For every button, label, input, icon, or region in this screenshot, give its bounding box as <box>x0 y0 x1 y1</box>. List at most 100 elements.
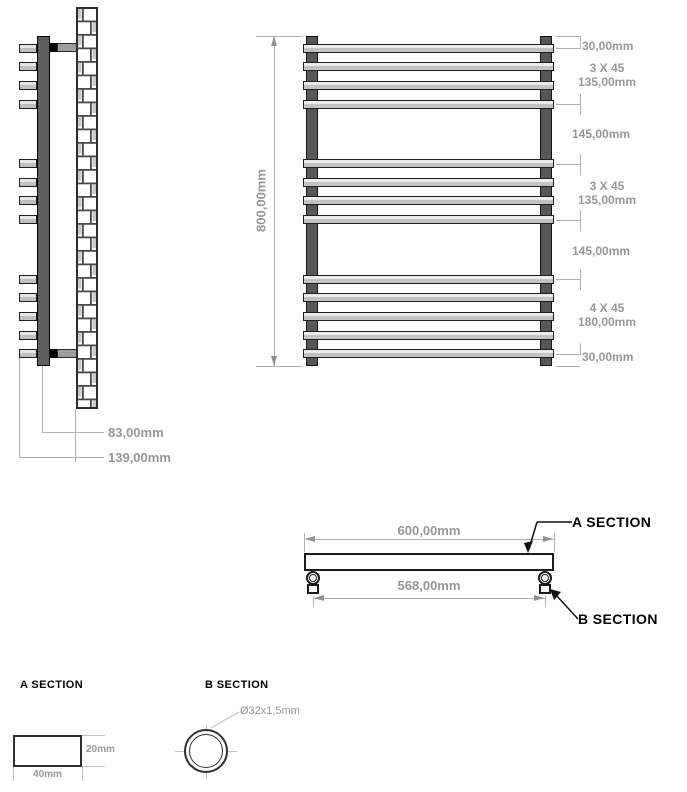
extension-line <box>256 36 303 37</box>
towel-rail-rung <box>303 44 554 53</box>
towel-rail-rung <box>19 81 37 90</box>
towel-rail-rung <box>303 196 554 205</box>
section-a-title: A SECTION <box>20 679 84 691</box>
extension-line <box>304 533 305 552</box>
dim-top-offset: 30,00mm <box>582 39 634 53</box>
dimension-line-depth-pipe <box>42 432 104 433</box>
dim-group3-span: 180,00mm <box>577 315 637 329</box>
towel-rail-rung <box>19 215 37 224</box>
leader-line <box>556 36 580 37</box>
extension-line <box>82 766 105 767</box>
dim-depth-total-label: 139,00mm <box>108 450 171 465</box>
dim-group1-count: 3 X 45 <box>589 61 625 75</box>
leader-line <box>556 104 580 105</box>
dimension-line-centers <box>315 598 545 599</box>
dimension-line-width <box>306 539 554 540</box>
extension-line <box>13 767 14 781</box>
callout-a-label: A SECTION <box>572 514 652 530</box>
dim-depth-pipe-label: 83,00mm <box>108 425 164 440</box>
dim-arrow-left <box>314 595 324 601</box>
section-b-tube-inner <box>189 734 223 768</box>
extension-line <box>75 409 76 462</box>
towel-rail-rung <box>19 349 37 358</box>
towel-rail-rung <box>303 293 554 302</box>
dim-tick <box>580 343 581 355</box>
leader-line <box>556 164 580 165</box>
dim-group2: 3 X 45 135,00mm <box>568 179 646 207</box>
dim-group2-count: 3 X 45 <box>589 179 625 193</box>
extension-line <box>313 596 314 607</box>
towel-rail-rung <box>303 349 554 358</box>
pipe-section-left-inner <box>309 574 317 582</box>
callout-b-leader <box>550 589 579 620</box>
extension-line <box>545 596 546 607</box>
towel-rail-rung <box>19 331 37 340</box>
dim-bottom-offset: 30,00mm <box>582 350 634 364</box>
section-a-profile <box>13 735 82 767</box>
dim-tick <box>580 210 581 231</box>
extension-line <box>42 366 43 432</box>
dim-gap1: 145,00mm <box>572 127 631 141</box>
rung-top-view-bar <box>304 553 554 571</box>
dim-arrow-right <box>534 595 544 601</box>
dim-arrow-down <box>271 356 277 366</box>
towel-rail-rung <box>303 178 554 187</box>
wall-bracket-top-joint <box>49 43 58 52</box>
towel-rail-rung <box>303 215 554 224</box>
extension-line <box>554 533 555 552</box>
dimension-line-height <box>274 36 275 366</box>
towel-rail-rung <box>19 178 37 187</box>
leader-line <box>556 48 580 49</box>
bracket-foot-left <box>307 584 319 594</box>
towel-rail-rung <box>19 275 37 284</box>
extension-line <box>19 358 20 457</box>
towel-rail-rung <box>19 100 37 109</box>
wall-bracket-top <box>57 43 77 52</box>
brick-wall <box>76 7 98 409</box>
dim-arrow-right <box>543 536 553 542</box>
towel-rail-rung <box>303 100 554 109</box>
towel-rail-rung <box>303 275 554 284</box>
dim-tick <box>580 154 581 175</box>
towel-rail-rung <box>19 159 37 168</box>
towel-rail-rung <box>303 312 554 321</box>
section-b-tube-label: Ø32x1,5mm <box>240 705 300 717</box>
wall-bracket-bottom-joint <box>49 349 58 358</box>
callout-b-label: B SECTION <box>578 611 658 627</box>
side-view <box>0 0 230 470</box>
dim-tick <box>580 94 581 115</box>
dim-height-label: 800,00mm <box>253 169 269 232</box>
dim-centers-label: 568,00mm <box>397 578 461 593</box>
dim-arrow-left <box>305 536 315 542</box>
leader-line <box>556 279 580 280</box>
dim-group3: 4 X 45 180,00mm <box>568 301 646 329</box>
section-a-height-label: 20mm <box>86 744 115 755</box>
leader-line <box>556 220 580 221</box>
dim-group3-count: 4 X 45 <box>589 301 625 315</box>
section-b-title: B SECTION <box>205 679 269 691</box>
dim-group1-span: 135,00mm <box>577 75 637 89</box>
dim-group2-span: 135,00mm <box>577 193 637 207</box>
dim-group1: 3 X 45 135,00mm <box>568 61 646 89</box>
towel-rail-rung <box>19 293 37 302</box>
towel-rail-rung <box>303 159 554 168</box>
towel-rail-rung <box>19 312 37 321</box>
callout-a-leader <box>524 521 572 553</box>
section-b-leader <box>210 711 240 729</box>
extension-line <box>256 366 303 367</box>
leader-line <box>556 354 580 355</box>
section-a-width-label: 40mm <box>33 769 62 780</box>
dim-gap2: 145,00mm <box>572 244 631 258</box>
dim-arrow-up <box>271 36 277 46</box>
dimension-line-depth-total <box>19 457 104 458</box>
towel-rail-rung <box>19 44 37 53</box>
leader-line <box>556 366 580 367</box>
towel-rail-rung <box>303 331 554 340</box>
dim-width-label: 600,00mm <box>397 523 461 538</box>
wall-bracket-bottom <box>57 349 77 358</box>
extension-line <box>82 767 83 781</box>
dim-tick <box>580 36 581 49</box>
towel-rail-rung <box>303 62 554 71</box>
extension-line <box>82 735 105 736</box>
